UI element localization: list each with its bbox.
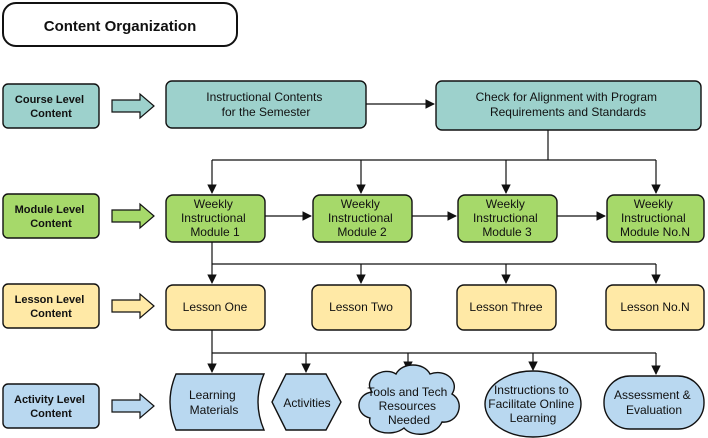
svg-text:Lesson Three: Lesson Three — [469, 300, 542, 314]
activities-node: Activities — [271, 373, 342, 431]
instructional-contents-node: Instructional Contents for the Semester — [165, 80, 367, 129]
page-title: Content Organization — [44, 18, 197, 35]
svg-text:Lesson No.N: Lesson No.N — [620, 300, 689, 314]
lesson-node-n: Lesson No.N — [605, 284, 705, 331]
title-box: Content Organization — [2, 2, 238, 47]
lesson-block-arrow — [111, 292, 155, 320]
lesson-to-activity-connectors — [207, 330, 661, 375]
module-level-label: Module Level Content — [2, 193, 100, 239]
module-node-n: Weekly Instructional Module No.N — [606, 194, 705, 243]
lesson-node-two: Lesson Two — [311, 284, 412, 331]
instructions-node: Instructions to Facilitate Online Learni… — [484, 370, 582, 438]
svg-text:Learning Materials: Learning Materials — [189, 388, 239, 417]
svg-text:Lesson Two: Lesson Two — [329, 300, 393, 314]
svg-text:Course Level Content: Course Level Content — [15, 94, 87, 120]
svg-text:Activity Level Content: Activity Level Content — [14, 394, 88, 420]
svg-text:Tools and Tech Resources: Tools and Tech Resources Needed — [367, 385, 450, 427]
alignment-check-node: Check for Alignment with Program Require… — [435, 80, 702, 131]
module-block-arrow — [111, 202, 155, 230]
module-node-1: Weekly Instructional Module 1 — [165, 194, 266, 243]
tools-resources-node: Tools and Tech Resources Needed — [358, 364, 460, 435]
module-node-3: Weekly Instructional Module 3 — [457, 194, 558, 243]
svg-text:Weekly Instructional: Weekly Instructional Module 3 — [473, 197, 541, 239]
svg-text:Weekly Instructional: Weekly Instructional Module No.N — [620, 197, 690, 239]
activity-block-arrow — [111, 392, 155, 420]
svg-text:Lesson One: Lesson One — [183, 300, 248, 314]
svg-text:Instructions to Facilita: Instructions to Facilitate Online Learni… — [488, 383, 577, 425]
svg-text:Weekly Instructional: Weekly Instructional Module 1 — [181, 197, 249, 239]
svg-text:Check for Alignment with Progr: Check for Alignment with Program Require… — [476, 90, 661, 119]
activity-level-label: Activity Level Content — [2, 383, 100, 429]
svg-text:Lesson Level Content: Lesson Level Content — [15, 294, 88, 320]
course-to-module-connectors — [207, 130, 661, 194]
module-node-2: Weekly Instructional Module 2 — [312, 194, 413, 243]
assessment-node: Assessment & Evaluation — [603, 375, 705, 430]
module-to-lesson-connectors — [207, 242, 661, 284]
lesson-level-label: Lesson Level Content — [2, 283, 100, 329]
learning-materials-node: Learning Materials — [169, 373, 266, 431]
svg-text:Assessment & Evaluation: Assessment & Evaluation — [614, 388, 694, 417]
svg-text:Activities: Activities — [283, 396, 330, 410]
svg-text:Instructional Contents f: Instructional Contents for the Semester — [206, 90, 325, 119]
svg-text:Module Level Content: Module Level Content — [15, 204, 88, 230]
course-level-label: Course Level Content — [2, 83, 100, 129]
svg-text:Weekly Instructional: Weekly Instructional Module 2 — [328, 197, 396, 239]
lesson-node-one: Lesson One — [165, 284, 266, 331]
lesson-node-three: Lesson Three — [456, 284, 557, 331]
course-block-arrow — [111, 92, 155, 120]
